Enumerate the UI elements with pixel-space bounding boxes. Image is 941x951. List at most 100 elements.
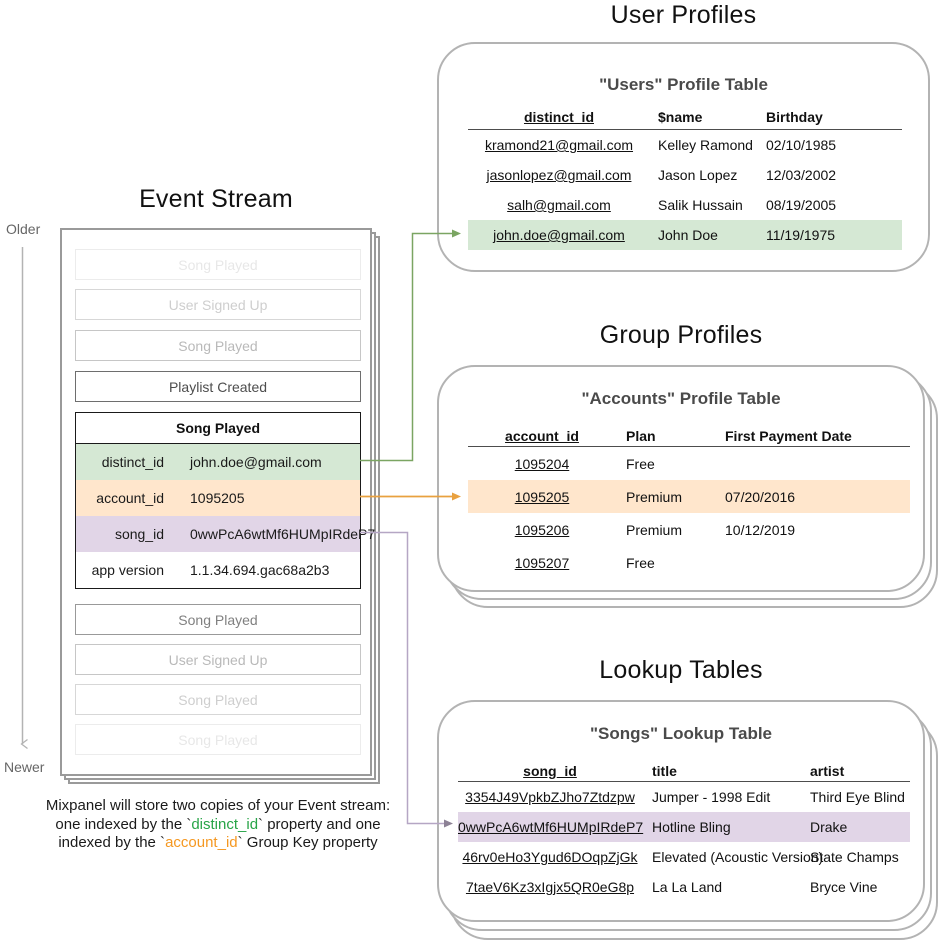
event-box: Song Played [75, 249, 361, 280]
event-box: Song Played [75, 330, 361, 361]
column-header: distinct_id [523, 108, 594, 125]
footnote-line: Mixpanel will store two copies of your E… [8, 797, 428, 816]
cell-birthday: 12/03/2002 [766, 167, 837, 183]
cell-first-payment: 07/20/2016 [725, 488, 796, 505]
cell-birthday: 02/10/1985 [766, 137, 837, 153]
column-header: Birthday [766, 108, 823, 125]
cell-account-id: 1095205 [514, 488, 570, 505]
cell-song-id: 46rv0eHo3Ygud6DOqpZjGk [462, 849, 638, 865]
group-profiles-title: Group Profiles [599, 321, 763, 349]
footnote-text: ` Group Key property [237, 834, 378, 851]
table-row-highlighted: john.doe@gmail.com John Doe 11/19/1975 [468, 220, 902, 250]
property-key: distinct_id [101, 454, 164, 470]
column-header: artist [810, 762, 845, 779]
cell-artist: Third Eye Blind [810, 789, 905, 805]
table-row: kramond21@gmail.com Kelley Ramond 02/10/… [468, 130, 902, 160]
property-value: 1.1.34.694.gac68a2b3 [190, 562, 330, 578]
songs-table-header: song_id title artist [458, 760, 910, 781]
column-header: Plan [626, 427, 656, 444]
users-table-header: distinct_id $name Birthday [468, 104, 902, 129]
table-row: 46rv0eHo3Ygud6DOqpZjGk Elevated (Acousti… [458, 842, 910, 872]
table-row: 7taeV6Kz3xIgjx5QR0eG8p La La Land Bryce … [458, 872, 910, 902]
column-header: $name [658, 108, 703, 125]
table-row: salh@gmail.com Salik Hussain 08/19/2005 [468, 190, 902, 220]
distinct-id-code: distinct_id [191, 815, 259, 833]
header-divider [468, 446, 910, 447]
table-row: 1095206 Premium 10/12/2019 [468, 513, 910, 546]
expanded-event-title: Song Played [76, 413, 360, 444]
cell-name: Jason Lopez [658, 167, 738, 183]
event-property-account-id: account_id 1095205 [76, 480, 360, 516]
timeline-newer-label: Newer [4, 759, 45, 775]
footnote-line: one indexed by the `distinct_id` propert… [8, 816, 428, 835]
cell-account-id: 1095207 [514, 554, 570, 571]
cell-song-id: 3354J49VpkbZJho7Ztdzpw [465, 789, 635, 805]
event-property-distinct-id: distinct_id john.doe@gmail.com [76, 444, 360, 480]
footnote-line: indexed by the `account_id` Group Key pr… [8, 834, 428, 853]
header-divider [458, 781, 910, 782]
cell-title: La La Land [652, 879, 723, 895]
event-stream-container: Song Played User Signed Up Song Played P… [60, 228, 375, 776]
property-key: app version [91, 562, 164, 578]
accounts-table: account_id Plan First Payment Date 10952… [468, 425, 910, 579]
property-value: john.doe@gmail.com [190, 454, 322, 470]
column-header: First Payment Date [725, 427, 852, 444]
accounts-table-header: account_id Plan First Payment Date [468, 425, 910, 446]
property-key: song_id [114, 526, 164, 542]
cell-distinct-id: jasonlopez@gmail.com [486, 167, 632, 183]
column-header: account_id [505, 427, 579, 444]
cell-artist: Bryce Vine [810, 879, 878, 895]
account-id-code: account_id [165, 834, 238, 851]
event-box: User Signed Up [75, 289, 361, 320]
cell-song-id: 0wwPcA6wtMf6HUMpIRdeP7 [458, 819, 644, 835]
cell-title: Elevated (Acoustic Version) [652, 849, 824, 865]
cell-first-payment: 10/12/2019 [725, 521, 796, 538]
footnote-text: Mixpanel will store two copies of your E… [45, 797, 391, 814]
accounts-profile-card: "Accounts" Profile Table account_id Plan… [437, 365, 925, 592]
cell-song-id: 7taeV6Kz3xIgjx5QR0eG8p [465, 879, 635, 895]
cell-account-id: 1095206 [514, 521, 570, 538]
cell-distinct-id: salh@gmail.com [507, 197, 611, 213]
column-header: song_id [523, 762, 577, 779]
event-stream-title: Event Stream [139, 185, 293, 213]
footnote-text: indexed by the ` [58, 834, 166, 851]
cell-title: Hotline Bling [652, 819, 731, 835]
table-row: 1095204 Free [468, 447, 910, 480]
timeline-older-label: Older [6, 221, 41, 237]
event-property-song-id: song_id 0wwPcA6wtMf6HUMpIRdeP7 [76, 516, 375, 552]
cell-account-id: 1095204 [514, 455, 570, 472]
footnote-text: ` property and one [258, 815, 381, 833]
event-box: Song Played [75, 604, 361, 635]
cell-plan: Free [626, 554, 655, 571]
table-row: 3354J49VpkbZJho7Ztdzpw Jumper - 1998 Edi… [458, 782, 910, 812]
column-header: title [652, 762, 677, 779]
cell-birthday: 08/19/2005 [766, 197, 837, 213]
footnote: Mixpanel will store two copies of your E… [8, 797, 428, 853]
cell-distinct-id: john.doe@gmail.com [493, 227, 625, 243]
cell-name: Kelley Ramond [658, 137, 753, 153]
cell-plan: Free [626, 455, 655, 472]
table-row: 1095207 Free [468, 546, 910, 579]
users-table-title: "Users" Profile Table [599, 75, 768, 94]
cell-plan: Premium [626, 521, 683, 538]
property-key: account_id [96, 490, 164, 506]
users-profile-card: "Users" Profile Table distinct_id $name … [437, 42, 930, 272]
table-row-highlighted: 1095205 Premium 07/20/2016 [468, 480, 910, 513]
cell-distinct-id: kramond21@gmail.com [484, 137, 634, 153]
users-table: distinct_id $name Birthday kramond21@gma… [468, 104, 902, 250]
table-row: jasonlopez@gmail.com Jason Lopez 12/03/2… [468, 160, 902, 190]
header-divider [468, 129, 902, 130]
cell-name: John Doe [658, 227, 718, 243]
cell-title: Jumper - 1998 Edit [652, 789, 771, 805]
accounts-table-title: "Accounts" Profile Table [581, 389, 781, 408]
event-box: Song Played [75, 684, 361, 715]
event-box: User Signed Up [75, 644, 361, 675]
cell-name: Salik Hussain [658, 197, 743, 213]
cell-artist: State Champs [810, 849, 899, 865]
property-value: 1095205 [190, 490, 245, 506]
songs-table-title: "Songs" Lookup Table [589, 724, 773, 743]
lookup-tables-title: Lookup Tables [599, 656, 763, 684]
table-row-highlighted: 0wwPcA6wtMf6HUMpIRdeP7 Hotline Bling Dra… [458, 812, 910, 842]
event-property-app-version: app version 1.1.34.694.gac68a2b3 [76, 552, 360, 588]
